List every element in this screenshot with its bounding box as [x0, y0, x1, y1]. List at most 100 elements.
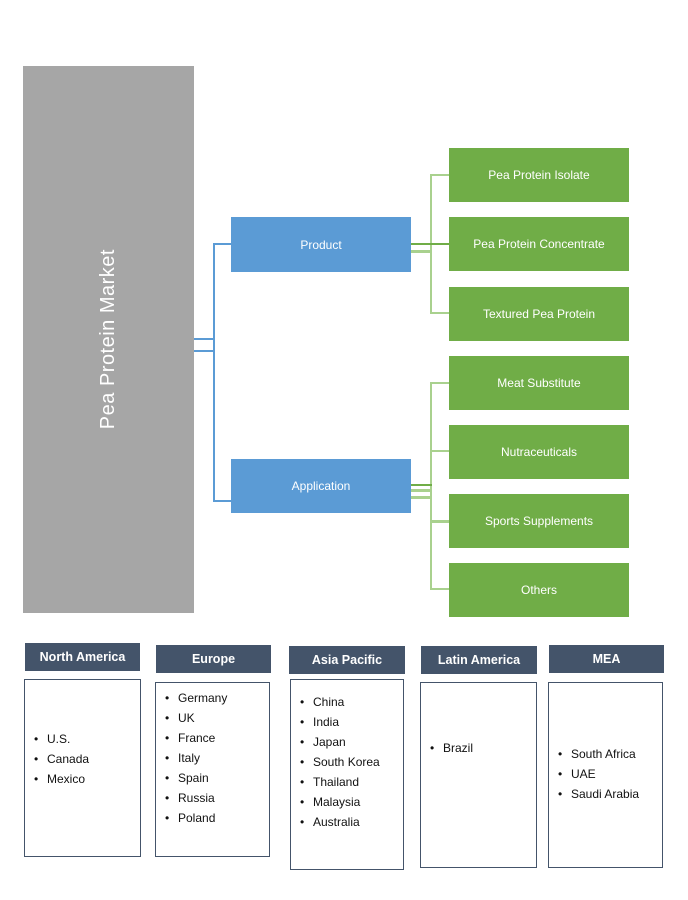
region-list-mea: • South Africa•UAE • Saudi Arabia — [549, 683, 662, 804]
bullet-icon: • — [430, 741, 435, 755]
country-item: • Germany — [156, 688, 269, 708]
root-market-box: Pea Protein Market — [23, 66, 194, 613]
country-label: South Africa — [571, 747, 636, 761]
connector-blue-application-stub — [214, 500, 231, 502]
leaf-box-sports-supplements: Sports Supplements — [449, 494, 629, 548]
country-item: • Mexico — [25, 769, 140, 789]
country-label: Spain — [178, 771, 209, 785]
bullet-icon: • — [300, 755, 305, 769]
country-label: Italy — [178, 751, 201, 765]
bullet-icon: • — [165, 811, 170, 825]
bullet-icon: • — [300, 775, 305, 789]
country-label: Thailand — [313, 775, 360, 789]
region-list-north-america: • U.S. • Canada • Mexico — [25, 680, 140, 789]
country-item: • U.S. — [25, 729, 140, 749]
region-box-asia-pacific: •China•India•Japan•South Korea•Thailand•… — [290, 679, 404, 870]
region-list-latin-america: • Brazil — [421, 683, 536, 758]
country-label: Saudi Arabia — [571, 787, 640, 801]
connector-application-rail-dark — [411, 484, 432, 486]
region-box-mea: • South Africa•UAE • Saudi Arabia — [548, 682, 663, 868]
leaf-label: Others — [520, 583, 557, 597]
country-item: • Poland — [156, 808, 269, 828]
country-label: Canada — [47, 752, 90, 766]
branch-label: Application — [291, 479, 351, 493]
country-label: France — [178, 731, 216, 745]
country-label: UK — [178, 711, 195, 725]
bullet-icon: • — [34, 732, 39, 746]
bullet-icon: • — [300, 735, 305, 749]
country-item: • Italy — [156, 748, 269, 768]
country-label: Russia — [178, 791, 215, 805]
bullet-icon: • — [558, 747, 563, 761]
bullet-icon: • — [300, 715, 305, 729]
country-item: •UAE — [549, 764, 662, 784]
country-label: Poland — [178, 811, 216, 825]
country-item: • France — [156, 728, 269, 748]
bullet-icon: • — [300, 695, 305, 709]
bullet-icon: • — [34, 752, 39, 766]
leaf-box-nutraceuticals: Nutraceuticals — [449, 425, 629, 479]
root-market-label: Pea Protein Market — [97, 249, 119, 430]
bullet-icon: • — [165, 691, 170, 705]
connector-application-rail-light-2 — [411, 496, 432, 499]
bullet-icon: • — [165, 731, 170, 745]
connector-blue-product-stub — [214, 243, 231, 245]
country-label: China — [313, 695, 345, 709]
region-header-europe: Europe — [156, 645, 271, 673]
country-label: Germany — [178, 691, 228, 705]
leaf-label: Textured Pea Protein — [482, 307, 596, 321]
bullet-icon: • — [300, 795, 305, 809]
connector-product-concentrate — [411, 243, 449, 245]
region-box-latin-america: • Brazil — [420, 682, 537, 868]
region-box-north-america: • U.S. • Canada • Mexico — [24, 679, 141, 857]
country-item: • Japan — [291, 732, 403, 752]
leaf-label: Sports Supplements — [484, 514, 594, 528]
bullet-icon: • — [165, 791, 170, 805]
branch-box-application: Application — [231, 459, 411, 513]
leaf-label: Meat Substitute — [497, 376, 581, 390]
country-label: UAE — [571, 767, 596, 781]
country-item: • Russia — [156, 788, 269, 808]
region-header-asia-pacific: Asia Pacific — [289, 646, 405, 674]
country-label: South Korea — [313, 755, 380, 769]
region-list-europe: • Germany • UK • France • Italy • Spain • Russia • Po… — [156, 683, 269, 828]
country-label: U.S. — [47, 732, 71, 746]
bullet-icon: • — [300, 815, 305, 829]
connector-blue-rail — [213, 243, 215, 502]
country-item: • Spain — [156, 768, 269, 788]
country-item: • Thailand — [291, 772, 403, 792]
country-label: Malaysia — [313, 795, 361, 809]
connector-stub-others — [430, 588, 449, 590]
country-label: India — [313, 715, 340, 729]
connector-stub-nutraceuticals — [430, 450, 449, 452]
country-item: • UK — [156, 708, 269, 728]
country-item: • Brazil — [421, 738, 536, 758]
country-label: Brazil — [443, 741, 474, 755]
connector-product-rail-stub — [411, 250, 431, 253]
region-header-latin-america: Latin America — [421, 646, 537, 674]
country-item: • South Korea — [291, 752, 403, 772]
bullet-icon: • — [165, 771, 170, 785]
bullet-icon: • — [165, 711, 170, 725]
leaf-label: Pea Protein Concentrate — [473, 237, 605, 251]
connector-blue-root-stub-2 — [194, 350, 214, 352]
region-header-north-america: North America — [25, 643, 140, 671]
bullet-icon: • — [165, 751, 170, 765]
leaf-label: Nutraceuticals — [500, 445, 578, 459]
country-item: • India — [291, 712, 403, 732]
region-header-mea: MEA — [549, 645, 664, 673]
country-item: •Australia — [291, 812, 403, 832]
leaf-box-others: Others — [449, 563, 629, 617]
country-item: • Malaysia — [291, 792, 403, 812]
connector-stub-isolate — [430, 174, 449, 176]
country-label: Mexico — [47, 772, 86, 786]
connector-stub-sports — [430, 520, 449, 523]
country-item: • South Africa — [549, 744, 662, 764]
country-item: • Canada — [25, 749, 140, 769]
leaf-box-pea-protein-concentrate: Pea Protein Concentrate — [449, 217, 629, 271]
country-label: Japan — [313, 735, 346, 749]
region-list-asia-pacific: •China•India•Japan•South Korea•Thailand•… — [291, 680, 403, 832]
leaf-box-meat-substitute: Meat Substitute — [449, 356, 629, 410]
bullet-icon: • — [34, 772, 39, 786]
